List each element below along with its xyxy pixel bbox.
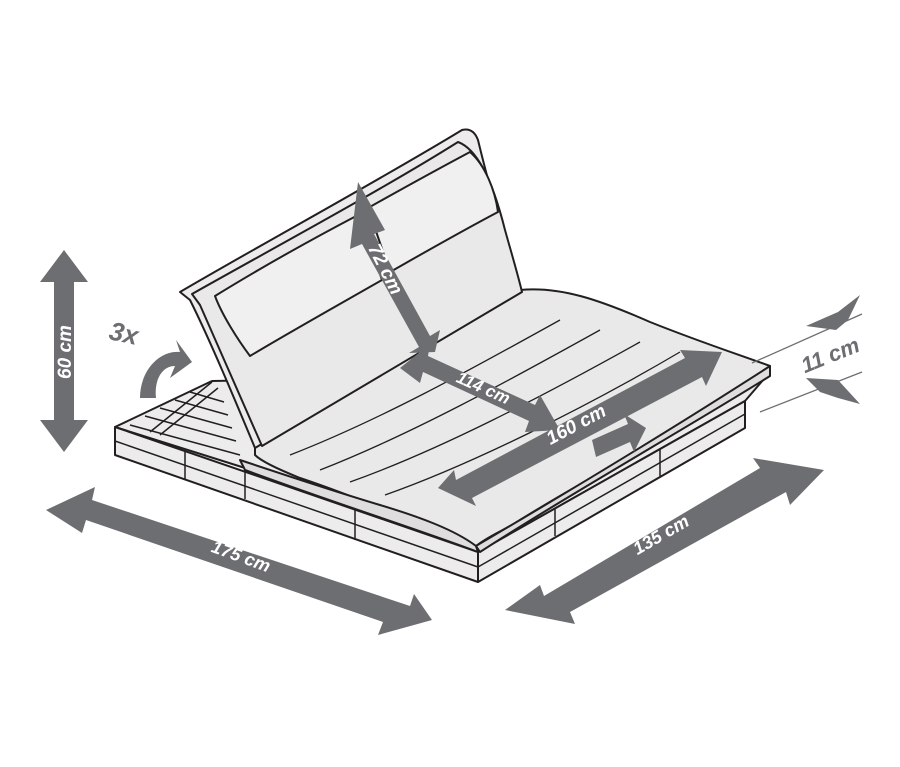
quilt-seam bbox=[349, 341, 641, 483]
quilt-seam bbox=[319, 329, 601, 471]
arrow-thickness-bottom bbox=[806, 378, 860, 404]
headrest-pillow-left bbox=[214, 213, 383, 357]
seat-quilting bbox=[289, 319, 681, 496]
headrest-pillow-right bbox=[367, 151, 499, 273]
arrow-frame-length bbox=[46, 487, 432, 635]
frame-slat bbox=[129, 424, 241, 456]
frame-rail bbox=[477, 413, 746, 568]
arrow-backrest-height bbox=[350, 182, 440, 353]
label-adjust-positions: 3x bbox=[107, 316, 143, 352]
dimension-arrows bbox=[40, 182, 860, 635]
thickness-guides bbox=[751, 313, 863, 413]
frame-slats bbox=[114, 381, 746, 582]
label-frame-height: 60 cm bbox=[55, 325, 76, 379]
arrow-thickness-top bbox=[806, 295, 860, 330]
arrow-frame-width bbox=[505, 458, 824, 624]
frame-slat bbox=[144, 415, 237, 442]
backrest-support bbox=[159, 387, 219, 436]
backrest-support bbox=[149, 381, 213, 433]
frame-slat bbox=[174, 399, 229, 416]
seat-cushion-side bbox=[239, 459, 479, 553]
thickness-guide bbox=[759, 371, 863, 413]
seat-cushion-front bbox=[475, 365, 771, 553]
curved-rotate-arrow-icon bbox=[140, 340, 192, 398]
frame-slat bbox=[159, 407, 233, 429]
slide-arrow-icon bbox=[592, 414, 646, 457]
backrest bbox=[179, 128, 523, 449]
quilt-seam bbox=[384, 351, 681, 496]
frame-rail bbox=[114, 440, 479, 568]
arrow-backrest-width bbox=[400, 344, 560, 432]
thickness-guide bbox=[751, 313, 863, 364]
arrow-seat-length bbox=[438, 350, 722, 506]
quilt-seam bbox=[289, 319, 561, 456]
arrow-frame-height bbox=[40, 250, 88, 452]
